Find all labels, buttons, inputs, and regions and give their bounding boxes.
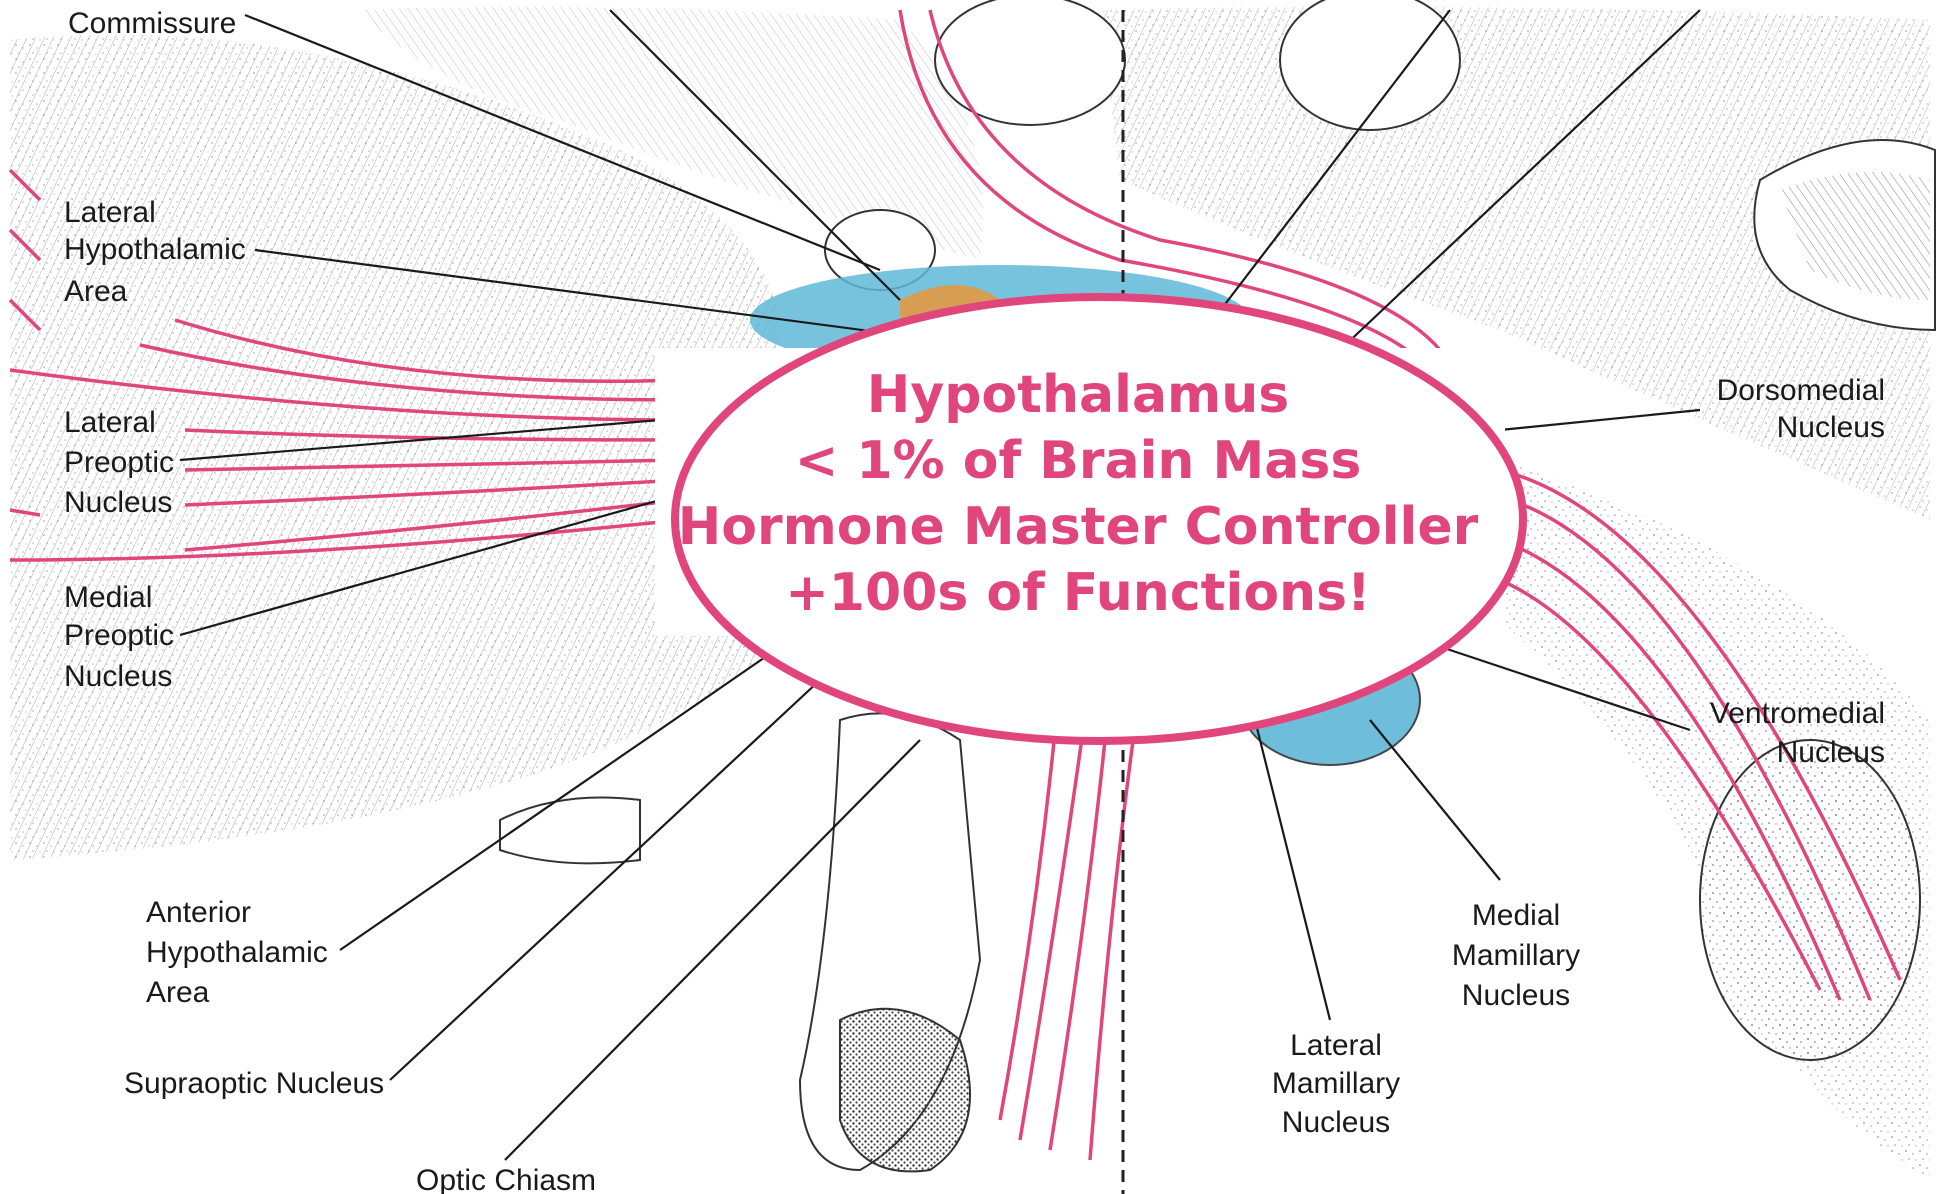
- label-commissure: Commissure: [68, 7, 236, 40]
- label-lateral-hypothalamic-area-line2: Hypothalamic: [64, 233, 246, 266]
- label-lateral-mamillary-nucleus-line3: Nucleus: [1282, 1106, 1390, 1139]
- callout-line-4: +100s of Functions!: [785, 563, 1371, 623]
- callout-line-1: Hypothalamus: [867, 365, 1289, 425]
- label-lateral-preoptic-nucleus-line1: Lateral: [64, 406, 156, 439]
- label-dorsomedial-nucleus-line1: Dorsomedial: [1717, 374, 1885, 407]
- label-medial-mamillary-nucleus-line1: Medial: [1472, 899, 1560, 932]
- label-optic-chiasm: Optic Chiasm: [416, 1164, 596, 1194]
- label-lateral-hypothalamic-area-line3: Area: [64, 275, 128, 308]
- label-lateral-preoptic-nucleus-line2: Preoptic: [64, 446, 174, 479]
- label-medial-preoptic-nucleus-line2: Preoptic: [64, 619, 174, 652]
- label-ventromedial-nucleus-line1: Ventromedial: [1710, 697, 1885, 730]
- label-supraoptic-nucleus: Supraoptic Nucleus: [124, 1067, 384, 1100]
- label-anterior-hypothalamic-area-line3: Area: [146, 976, 210, 1009]
- label-lateral-mamillary-nucleus-line2: Mamillary: [1272, 1067, 1400, 1100]
- label-medial-preoptic-nucleus-line1: Medial: [64, 581, 152, 614]
- label-ventromedial-nucleus-line2: Nucleus: [1777, 736, 1885, 769]
- callout-line-2: < 1% of Brain Mass: [795, 431, 1362, 491]
- label-medial-preoptic-nucleus-line3: Nucleus: [64, 660, 172, 693]
- label-anterior-hypothalamic-area-line2: Hypothalamic: [146, 936, 328, 969]
- label-lateral-mamillary-nucleus-line1: Lateral: [1290, 1029, 1382, 1062]
- callout-line-3: Hormone Master Controller: [678, 497, 1479, 557]
- label-medial-mamillary-nucleus-line2: Mamillary: [1452, 939, 1580, 972]
- label-lateral-hypothalamic-area-line1: Lateral: [64, 196, 156, 229]
- label-anterior-hypothalamic-area-line1: Anterior: [146, 896, 251, 929]
- label-lateral-preoptic-nucleus-line3: Nucleus: [64, 486, 172, 519]
- label-medial-mamillary-nucleus-line3: Nucleus: [1462, 979, 1570, 1012]
- label-dorsomedial-nucleus-line2: Nucleus: [1777, 411, 1885, 444]
- hypothalamus-callout: Hypothalamus < 1% of Brain Mass Hormone …: [655, 297, 1523, 741]
